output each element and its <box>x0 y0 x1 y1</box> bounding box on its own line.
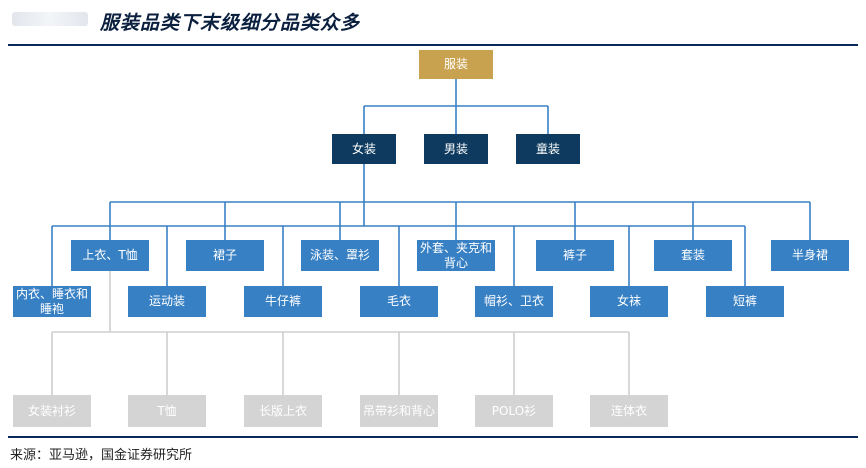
node-pants: 裤子 <box>536 240 614 271</box>
node-root-apparel: 服装 <box>419 50 493 79</box>
node-sweaters: 毛衣 <box>360 286 438 317</box>
node-bodysuits: 连体衣 <box>590 395 668 427</box>
top-divider <box>8 44 858 46</box>
node-tanks-camis: 吊带衫和背心 <box>360 395 438 427</box>
node-sleepwear: 内衣、睡衣和睡袍 <box>13 286 91 317</box>
node-polo-shirts: POLO衫 <box>475 395 553 427</box>
node-tshirts: T恤 <box>128 395 206 427</box>
node-jeans: 牛仔裤 <box>244 286 322 317</box>
source-note: 来源：亚马逊，国金证券研究所 <box>10 448 193 463</box>
node-half-skirts: 半身裙 <box>771 240 849 271</box>
node-socks: 女袜 <box>590 286 668 317</box>
node-tops-tshirts: 上衣、T恤 <box>71 240 149 271</box>
node-kids: 童装 <box>516 134 580 164</box>
node-women: 女装 <box>332 134 396 164</box>
bottom-divider <box>8 436 858 438</box>
brand-logo <box>12 12 88 26</box>
node-hoodies: 帽衫、卫衣 <box>475 286 553 317</box>
node-tunics: 长版上衣 <box>244 395 322 427</box>
node-swimwear: 泳装、罩衫 <box>301 240 379 271</box>
node-skirts-dresses: 裙子 <box>186 240 264 271</box>
node-blouses: 女装衬衫 <box>13 395 91 427</box>
page-title: 服装品类下末级细分品类众多 <box>100 12 361 34</box>
node-outerwear: 外套、夹克和背心 <box>417 240 495 271</box>
node-men: 男装 <box>424 134 488 164</box>
node-suits: 套装 <box>654 240 732 271</box>
node-shorts: 短裤 <box>706 286 784 317</box>
node-activewear: 运动装 <box>128 286 206 317</box>
